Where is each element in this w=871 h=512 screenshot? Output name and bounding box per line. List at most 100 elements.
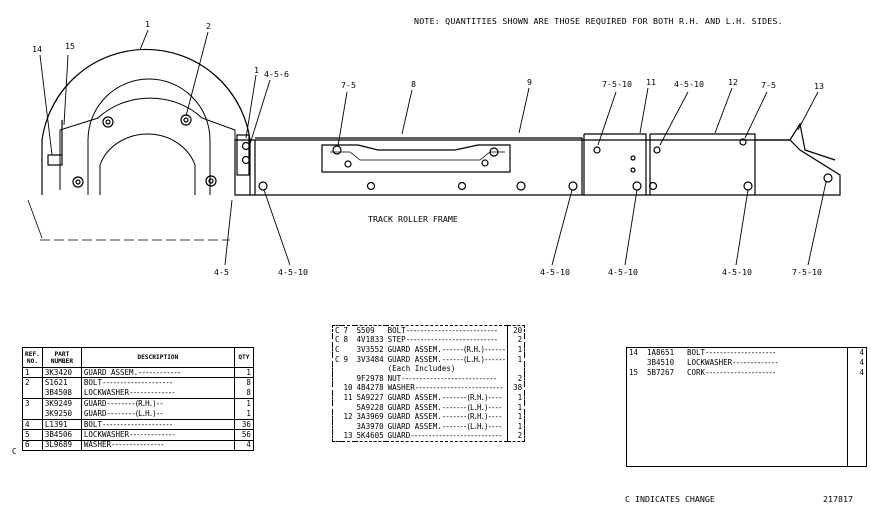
desc-cell: GUARD ASSEM.-------(L.H.)---- (385, 421, 509, 432)
part-cell: L1391 (42, 418, 82, 430)
ref-cell: 11 (343, 392, 353, 402)
callout-13: 13 (814, 81, 824, 91)
part-cell: 4B4278 (356, 383, 384, 393)
part-cell: 3B4510 (647, 358, 675, 368)
callout-7-5-10-a: 7-5-10 (602, 79, 632, 89)
header-desc: DESCRIPTION (81, 347, 235, 368)
callout-7-5-b: 7-5 (761, 80, 776, 90)
ref-cell (627, 358, 646, 368)
desc-cell: NUT--------------------------- (385, 373, 509, 384)
callout-4-5-10-c: 4-5-10 (540, 267, 570, 277)
desc-cell: GUARD ASSEM.-------(R.H.)---- (385, 393, 509, 403)
part-cell: 3A3970 (356, 421, 384, 431)
ref-cell (342, 364, 355, 374)
qty-cell (507, 364, 525, 374)
ref-cell: 2 (22, 377, 43, 389)
qty-cell: 8 (234, 377, 254, 389)
change-cell: C (335, 344, 340, 354)
callout-7-5-10-b: 7-5-10 (792, 267, 822, 277)
part-cell (355, 364, 386, 374)
header-ref: REF. NO. (22, 347, 43, 368)
qty-cell: 1 (507, 402, 525, 413)
ref-cell (342, 403, 355, 413)
change-note: C INDICATES CHANGE (625, 494, 715, 504)
qty-cell: 8 (246, 388, 251, 398)
ref-cell (342, 422, 355, 432)
change-cell: C (335, 325, 340, 335)
ref-cell: 4 (22, 418, 43, 430)
qty-cell: 1 (234, 398, 254, 410)
part-cell: 1A8651 (647, 348, 675, 358)
part-cell: 5A9228 (356, 402, 384, 412)
table-row: (Each Includes) (333, 364, 525, 374)
qty-cell: 2 (507, 335, 525, 346)
desc-cell: STEP-------------------------- (385, 335, 509, 346)
part-cell: 3A3969 (356, 412, 384, 422)
change-cell (333, 403, 342, 413)
desc-cell: GUARD-------------------------- (385, 431, 509, 442)
qty-cell: 56 (234, 429, 254, 441)
desc-cell: GUARD--------(R.H.)-- (81, 398, 235, 410)
change-cell: C (335, 335, 340, 345)
qty-cell: 20 (507, 325, 525, 336)
desc-cell: BOLT-------------------- (81, 377, 235, 389)
qty-cell: 1 (507, 345, 525, 355)
ref-cell: 5 (22, 429, 43, 441)
desc-cell: WASHER------------------------- (385, 383, 509, 394)
ref-cell (22, 409, 43, 420)
callout-4-5-10-b: 4-5-10 (278, 267, 308, 277)
step-8 (321, 144, 511, 173)
frame-label: TRACK ROLLER FRAME (368, 214, 458, 224)
ref-cell (342, 374, 355, 384)
ref-cell: 9 (343, 354, 349, 364)
change-cell (333, 393, 342, 403)
qty-cell: 1 (507, 421, 525, 432)
change-cell (333, 384, 342, 394)
qty-cell: 1 (246, 367, 251, 377)
callout-15: 15 (65, 41, 75, 51)
callout-7-5-a: 7-5 (341, 80, 356, 90)
desc-cell: (Each Includes) (385, 364, 509, 374)
desc-cell: BOLT-------------------------- (385, 325, 509, 336)
part-cell: S1621 (42, 377, 82, 389)
qty-cell: 4 (847, 358, 867, 369)
guard-assembly-1 (41, 48, 251, 195)
part-cell: 5B7267 (647, 368, 675, 378)
header-qty: QTY (234, 347, 254, 368)
qty-cell: 1 (246, 409, 251, 418)
ref-cell (22, 388, 43, 399)
qty-cell: 4 (234, 439, 254, 451)
part-cell: 5K4605 (356, 431, 384, 441)
callout-1b: 1 (254, 65, 259, 75)
part-cell: S509 (356, 325, 375, 335)
table-row-empty (627, 378, 867, 467)
part-cell: 3K9249 (42, 398, 82, 410)
ref-cell: 10 (343, 383, 353, 393)
callout-14: 14 (32, 44, 42, 54)
qty-cell: 1 (507, 354, 525, 365)
part-cell: 3K3420 (42, 367, 82, 378)
desc-cell: CORK-------------------- (685, 368, 848, 379)
change-cell (333, 374, 342, 384)
callout-2: 2 (206, 21, 211, 31)
quantity-note: NOTE: QUANTITIES SHOWN ARE THOSE REQUIRE… (414, 16, 783, 26)
qty-cell: 1 (507, 412, 525, 422)
desc-cell: GUARD--------(L.H.)-- (81, 409, 235, 420)
change-cell (333, 422, 342, 432)
